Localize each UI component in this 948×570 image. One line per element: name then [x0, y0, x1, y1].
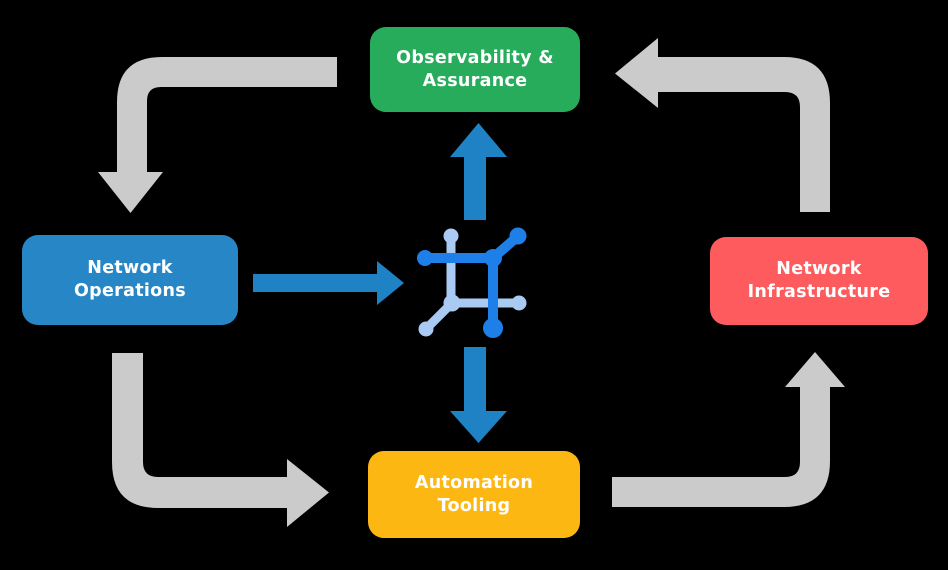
node-automation-tooling: Automation Tooling [368, 451, 580, 538]
node-label: Network Operations [74, 258, 186, 301]
arrow-infrastructure-to-observability [615, 38, 830, 212]
node-label: Observability & Assurance [396, 47, 554, 91]
arrow-center-to-observability [450, 123, 507, 220]
arrow-automation-to-infrastructure [612, 352, 845, 507]
arrow-center-to-automation [450, 347, 507, 443]
arrow-observability-to-operations [98, 57, 337, 213]
network-mesh-icon-secondary [418, 228, 527, 337]
node-network-operations: Network Operations [22, 235, 238, 325]
network-mesh-icon [417, 227, 527, 338]
node-label: Automation Tooling [414, 472, 534, 516]
node-observability-assurance: Observability & Assurance [370, 27, 580, 112]
arrow-operations-to-automation [112, 353, 329, 527]
arrow-operations-to-center [253, 261, 404, 305]
node-network-infrastructure: Network Infrastructure [710, 237, 928, 325]
network-mesh-icon-primary [417, 227, 527, 338]
node-label: Network Infrastructure [747, 259, 891, 302]
